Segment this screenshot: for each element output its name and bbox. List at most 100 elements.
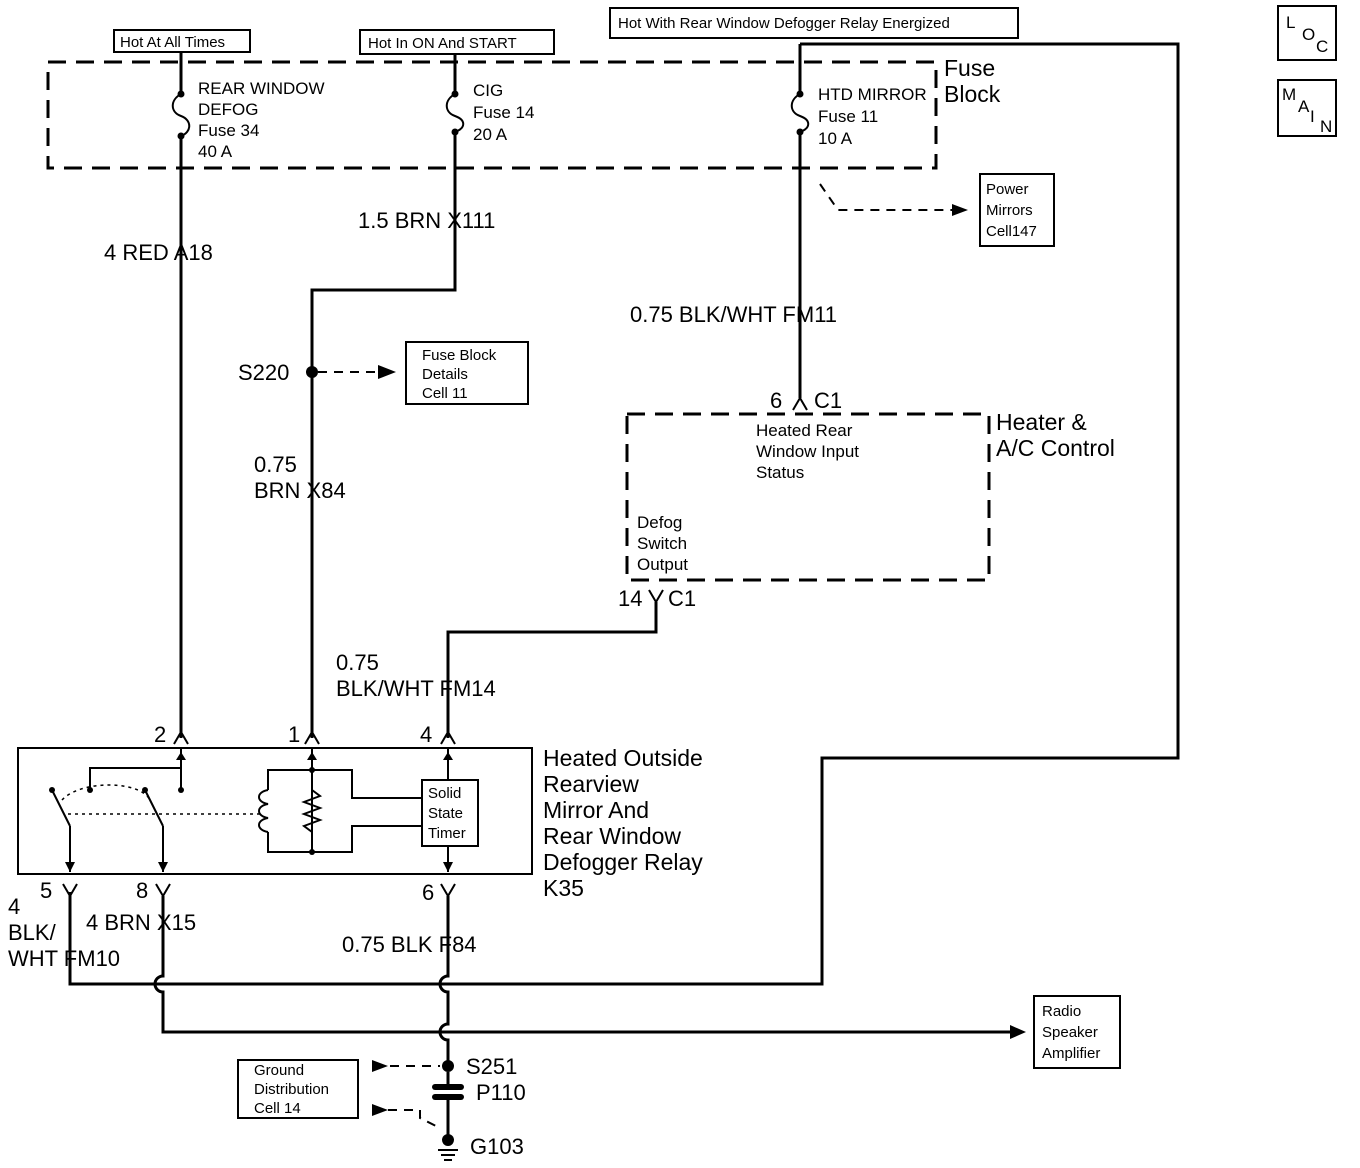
svg-text:Power: Power (986, 181, 1029, 198)
svg-text:Solid: Solid (428, 785, 461, 802)
svg-text:A: A (1298, 97, 1310, 116)
svg-text:14: 14 (618, 586, 642, 611)
relay-pin-2: 2 (154, 722, 189, 747)
wire-x111-x84 (310, 132, 457, 738)
svg-text:Fuse Block: Fuse Block (422, 347, 497, 364)
wire-fm14 (446, 608, 658, 738)
svg-text:Speaker: Speaker (1042, 1024, 1098, 1041)
svg-text:L: L (1286, 13, 1295, 32)
svg-text:G103: G103 (470, 1134, 524, 1159)
svg-text:K35: K35 (543, 875, 584, 901)
svg-text:10 A: 10 A (818, 129, 853, 148)
svg-text:Rearview: Rearview (543, 771, 639, 797)
svg-text:4: 4 (420, 722, 432, 747)
relay-pin-5: 5 (40, 878, 78, 903)
svg-text:Mirror And: Mirror And (543, 797, 649, 823)
svg-text:C1: C1 (668, 586, 696, 611)
svg-text:Ground: Ground (254, 1062, 304, 1079)
solid-state-timer: Solid State Timer (421, 779, 479, 847)
relay-pin-6: 6 (422, 880, 456, 905)
svg-text:Distribution: Distribution (254, 1081, 329, 1098)
wire-fm10-label-1: 4 (8, 894, 20, 919)
svg-text:Cell147: Cell147 (986, 223, 1037, 240)
svg-text:Radio: Radio (1042, 1003, 1081, 1020)
svg-text:C: C (1316, 37, 1328, 56)
svg-text:Hot In ON And START: Hot In ON And START (368, 35, 517, 52)
relay-pin-1: 1 (288, 722, 320, 747)
svg-text:Fuse 11: Fuse 11 (818, 107, 878, 126)
splice-s251: S251 (372, 1054, 517, 1079)
wire-fm10-label-2: BLK/ (8, 920, 57, 945)
fuse-14: CIG Fuse 14 20 A (445, 54, 534, 144)
svg-text:Fuse 34: Fuse 34 (198, 121, 259, 140)
svg-text:1: 1 (288, 722, 300, 747)
svg-text:40 A: 40 A (198, 142, 233, 161)
wire-f84 (438, 896, 450, 1066)
ground-g103: G103 (372, 1100, 524, 1161)
svg-text:Defog: Defog (637, 513, 682, 532)
relay-internal-circuit (49, 748, 453, 872)
wire-x15-label: 4 BRN X15 (86, 910, 196, 935)
svg-text:HTD MIRROR: HTD MIRROR (818, 85, 927, 104)
splice-s220: S220 (238, 360, 396, 385)
connector-p110: P110 (432, 1072, 526, 1105)
svg-text:Hot With Rear Window Defogger: Hot With Rear Window Defogger Relay Ener… (618, 15, 950, 32)
fuse-block-details-ref: Fuse Block Details Cell 11 (405, 341, 529, 405)
svg-text:Hot At All Times: Hot At All Times (120, 34, 225, 51)
wire-fm11-label: 0.75 BLK/WHT FM11 (630, 302, 837, 327)
svg-text:Fuse 14: Fuse 14 (473, 103, 534, 122)
main-button[interactable]: M A I N (1277, 79, 1337, 137)
hot-defogger-label: Hot With Rear Window Defogger Relay Ener… (609, 7, 1019, 39)
svg-text:O: O (1302, 25, 1315, 44)
svg-text:P110: P110 (476, 1080, 526, 1105)
svg-text:Heated Outside: Heated Outside (543, 745, 703, 771)
svg-text:A/C Control: A/C Control (996, 435, 1115, 461)
svg-text:Rear Window: Rear Window (543, 823, 681, 849)
svg-text:CIG: CIG (473, 81, 503, 100)
loc-button[interactable]: L O C (1277, 5, 1337, 61)
svg-text:2: 2 (154, 722, 166, 747)
svg-text:M: M (1282, 85, 1296, 104)
wire-x15 (153, 896, 1012, 1034)
svg-text:Switch: Switch (637, 534, 687, 553)
wire-fm14-label-1: 0.75 (336, 650, 379, 675)
svg-text:20 A: 20 A (473, 125, 508, 144)
svg-text:Window Input: Window Input (756, 442, 859, 461)
ground-distribution-ref: Ground Distribution Cell 14 (237, 1059, 359, 1119)
svg-text:C1: C1 (814, 388, 842, 413)
hvac-pin-6-c1: 6 C1 (770, 388, 842, 413)
wire-a18-label: 4 RED A18 (104, 240, 213, 265)
svg-text:Mirrors: Mirrors (986, 202, 1033, 219)
hvac-control-module: Heater & A/C Control Heated Rear Window … (625, 409, 1115, 582)
wire-x111-label: 1.5 BRN X111 (358, 208, 495, 233)
hvac-pin-14-c1: 14 C1 (618, 586, 696, 611)
wire-fm10-label-3: WHT FM10 (8, 946, 120, 971)
fuse-34: REAR WINDOW DEFOG Fuse 34 40 A (171, 52, 325, 161)
svg-text:8: 8 (136, 878, 148, 903)
relay-pin-4: 4 (420, 722, 456, 747)
svg-text:5: 5 (40, 878, 52, 903)
svg-text:Heater &: Heater & (996, 409, 1087, 435)
svg-text:Timer: Timer (428, 825, 466, 842)
svg-text:Defogger Relay: Defogger Relay (543, 849, 703, 875)
hot-at-all-times-label: Hot At All Times (113, 29, 251, 53)
svg-text:S220: S220 (238, 360, 289, 385)
svg-text:N: N (1320, 117, 1332, 136)
wire-x84-label-2: BRN X84 (254, 478, 346, 503)
svg-text:6: 6 (422, 880, 434, 905)
svg-text:Status: Status (756, 463, 804, 482)
svg-text:Fuse: Fuse (944, 55, 995, 81)
svg-text:6: 6 (770, 388, 782, 413)
svg-text:Cell 11: Cell 11 (422, 385, 468, 402)
svg-text:Heated Rear: Heated Rear (756, 421, 853, 440)
relay-pin-8: 8 (136, 878, 171, 903)
wire-fm14-label-2: BLK/WHT FM14 (336, 676, 496, 701)
svg-text:Output: Output (637, 555, 688, 574)
svg-text:S251: S251 (466, 1054, 517, 1079)
wire-f84-label: 0.75 BLK F84 (342, 932, 477, 957)
power-mirrors-ref: Power Mirrors Cell147 (819, 173, 1055, 247)
svg-text:REAR WINDOW: REAR WINDOW (198, 79, 325, 98)
svg-text:DEFOG: DEFOG (198, 100, 258, 119)
svg-text:State: State (428, 805, 463, 822)
svg-text:Details: Details (422, 366, 468, 383)
